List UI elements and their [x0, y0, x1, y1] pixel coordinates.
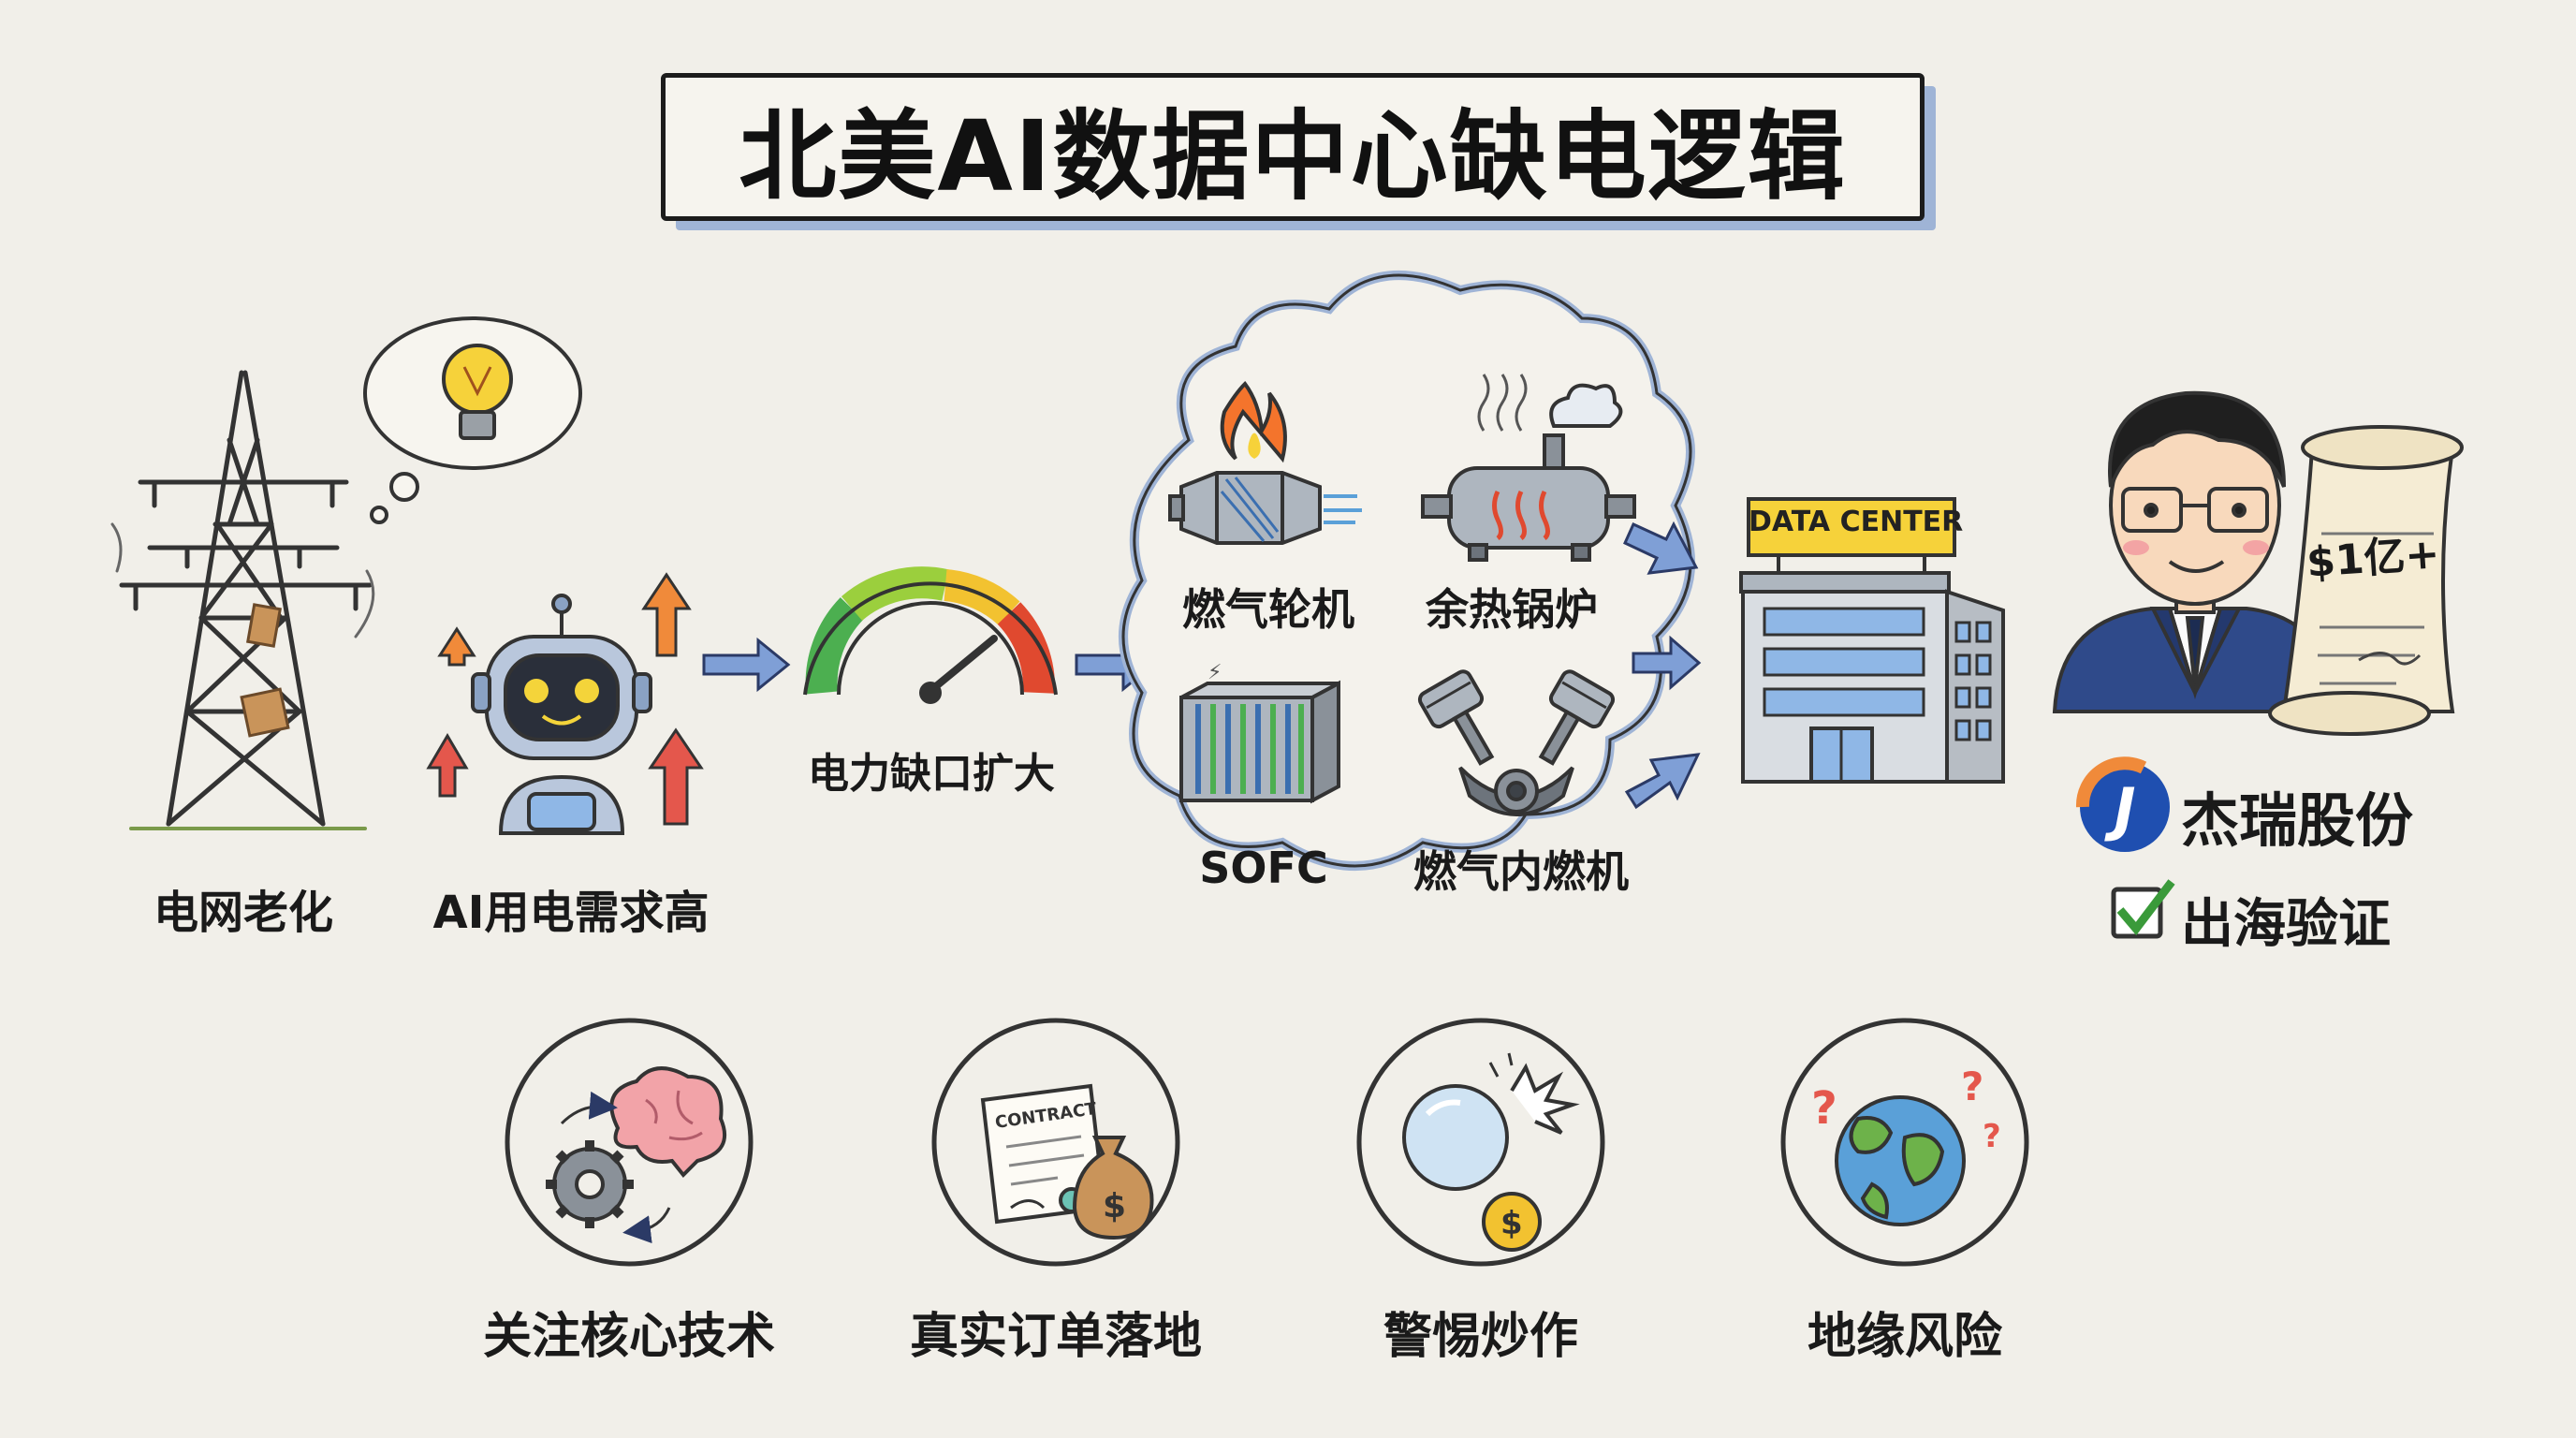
company-status: 出海验证 [2181, 894, 2391, 955]
point-label-core-tech: 关注核心技术 [482, 1309, 775, 1365]
flow-arrow [1632, 635, 1702, 691]
company-name: 杰瑞股份 [2181, 786, 2414, 855]
waste-heat-boiler-icon [1421, 374, 1636, 562]
scroll-icon [2268, 425, 2464, 736]
point-label-hype-warning: 警惕炒作 [1383, 1309, 1578, 1365]
brain-gear-icon [546, 1066, 726, 1244]
page-title: 北美AI数据中心缺电逻辑 [739, 98, 1847, 213]
solution-label-gas-turbine: 燃气轮机 [1182, 584, 1354, 635]
question-mark-icon: ? [1961, 1064, 1983, 1109]
cause-ai-demand-label: AI用电需求高 [432, 887, 710, 939]
transmission-tower-icon [110, 370, 375, 830]
question-mark-icon: ? [1811, 1082, 1837, 1135]
coin-dollar-icon: $ [1500, 1205, 1523, 1242]
globe-question-icon [1835, 1095, 1966, 1226]
title-box: 北美AI数据中心缺电逻辑 [661, 73, 1925, 221]
engine-piston-icon [1417, 669, 1616, 816]
flow-arrow [1623, 521, 1699, 575]
question-mark-icon: ? [1983, 1118, 2001, 1155]
bottom-circle-frames [505, 1018, 2029, 1267]
contract-moneybag-icon [980, 1083, 1154, 1240]
checkmark-icon [2111, 879, 2175, 939]
flow-arrow [702, 637, 791, 693]
data-center-building-icon [1739, 497, 2005, 784]
bubble-burst-icon [1402, 1052, 1580, 1252]
point-label-real-orders: 真实订单落地 [909, 1309, 1202, 1365]
company-logo [2075, 756, 2170, 852]
dollar-sign-icon: $ [1103, 1187, 1126, 1225]
cause-grid-label: 电网老化 [153, 887, 333, 939]
data-center-sign: DATA CENTER [1749, 506, 1964, 538]
solution-label-engine: 燃气内燃机 [1413, 846, 1629, 897]
fuel-cell-stack-icon: ⚡ [1179, 661, 1340, 804]
solution-label-sofc: SOFC [1199, 843, 1328, 893]
gauge-icon [803, 566, 1058, 704]
point-label-geo-risk: 地缘风险 [1807, 1309, 2002, 1365]
up-arrows-icon [426, 572, 704, 826]
gas-turbine-icon [1168, 380, 1362, 545]
svg-text:⚡: ⚡ [1208, 661, 1222, 684]
scroll-amount: $1亿+ [2305, 530, 2441, 587]
solution-label-boiler: 余热锅炉 [1426, 584, 1598, 635]
flow-arrow [1624, 753, 1701, 810]
logo-letter: J [2114, 775, 2136, 844]
businessman-avatar [2052, 390, 2338, 713]
robot-icon [471, 594, 652, 835]
lightbulb-thought-icon [363, 316, 582, 524]
gap-label: 电力缺口扩大 [808, 750, 1055, 798]
